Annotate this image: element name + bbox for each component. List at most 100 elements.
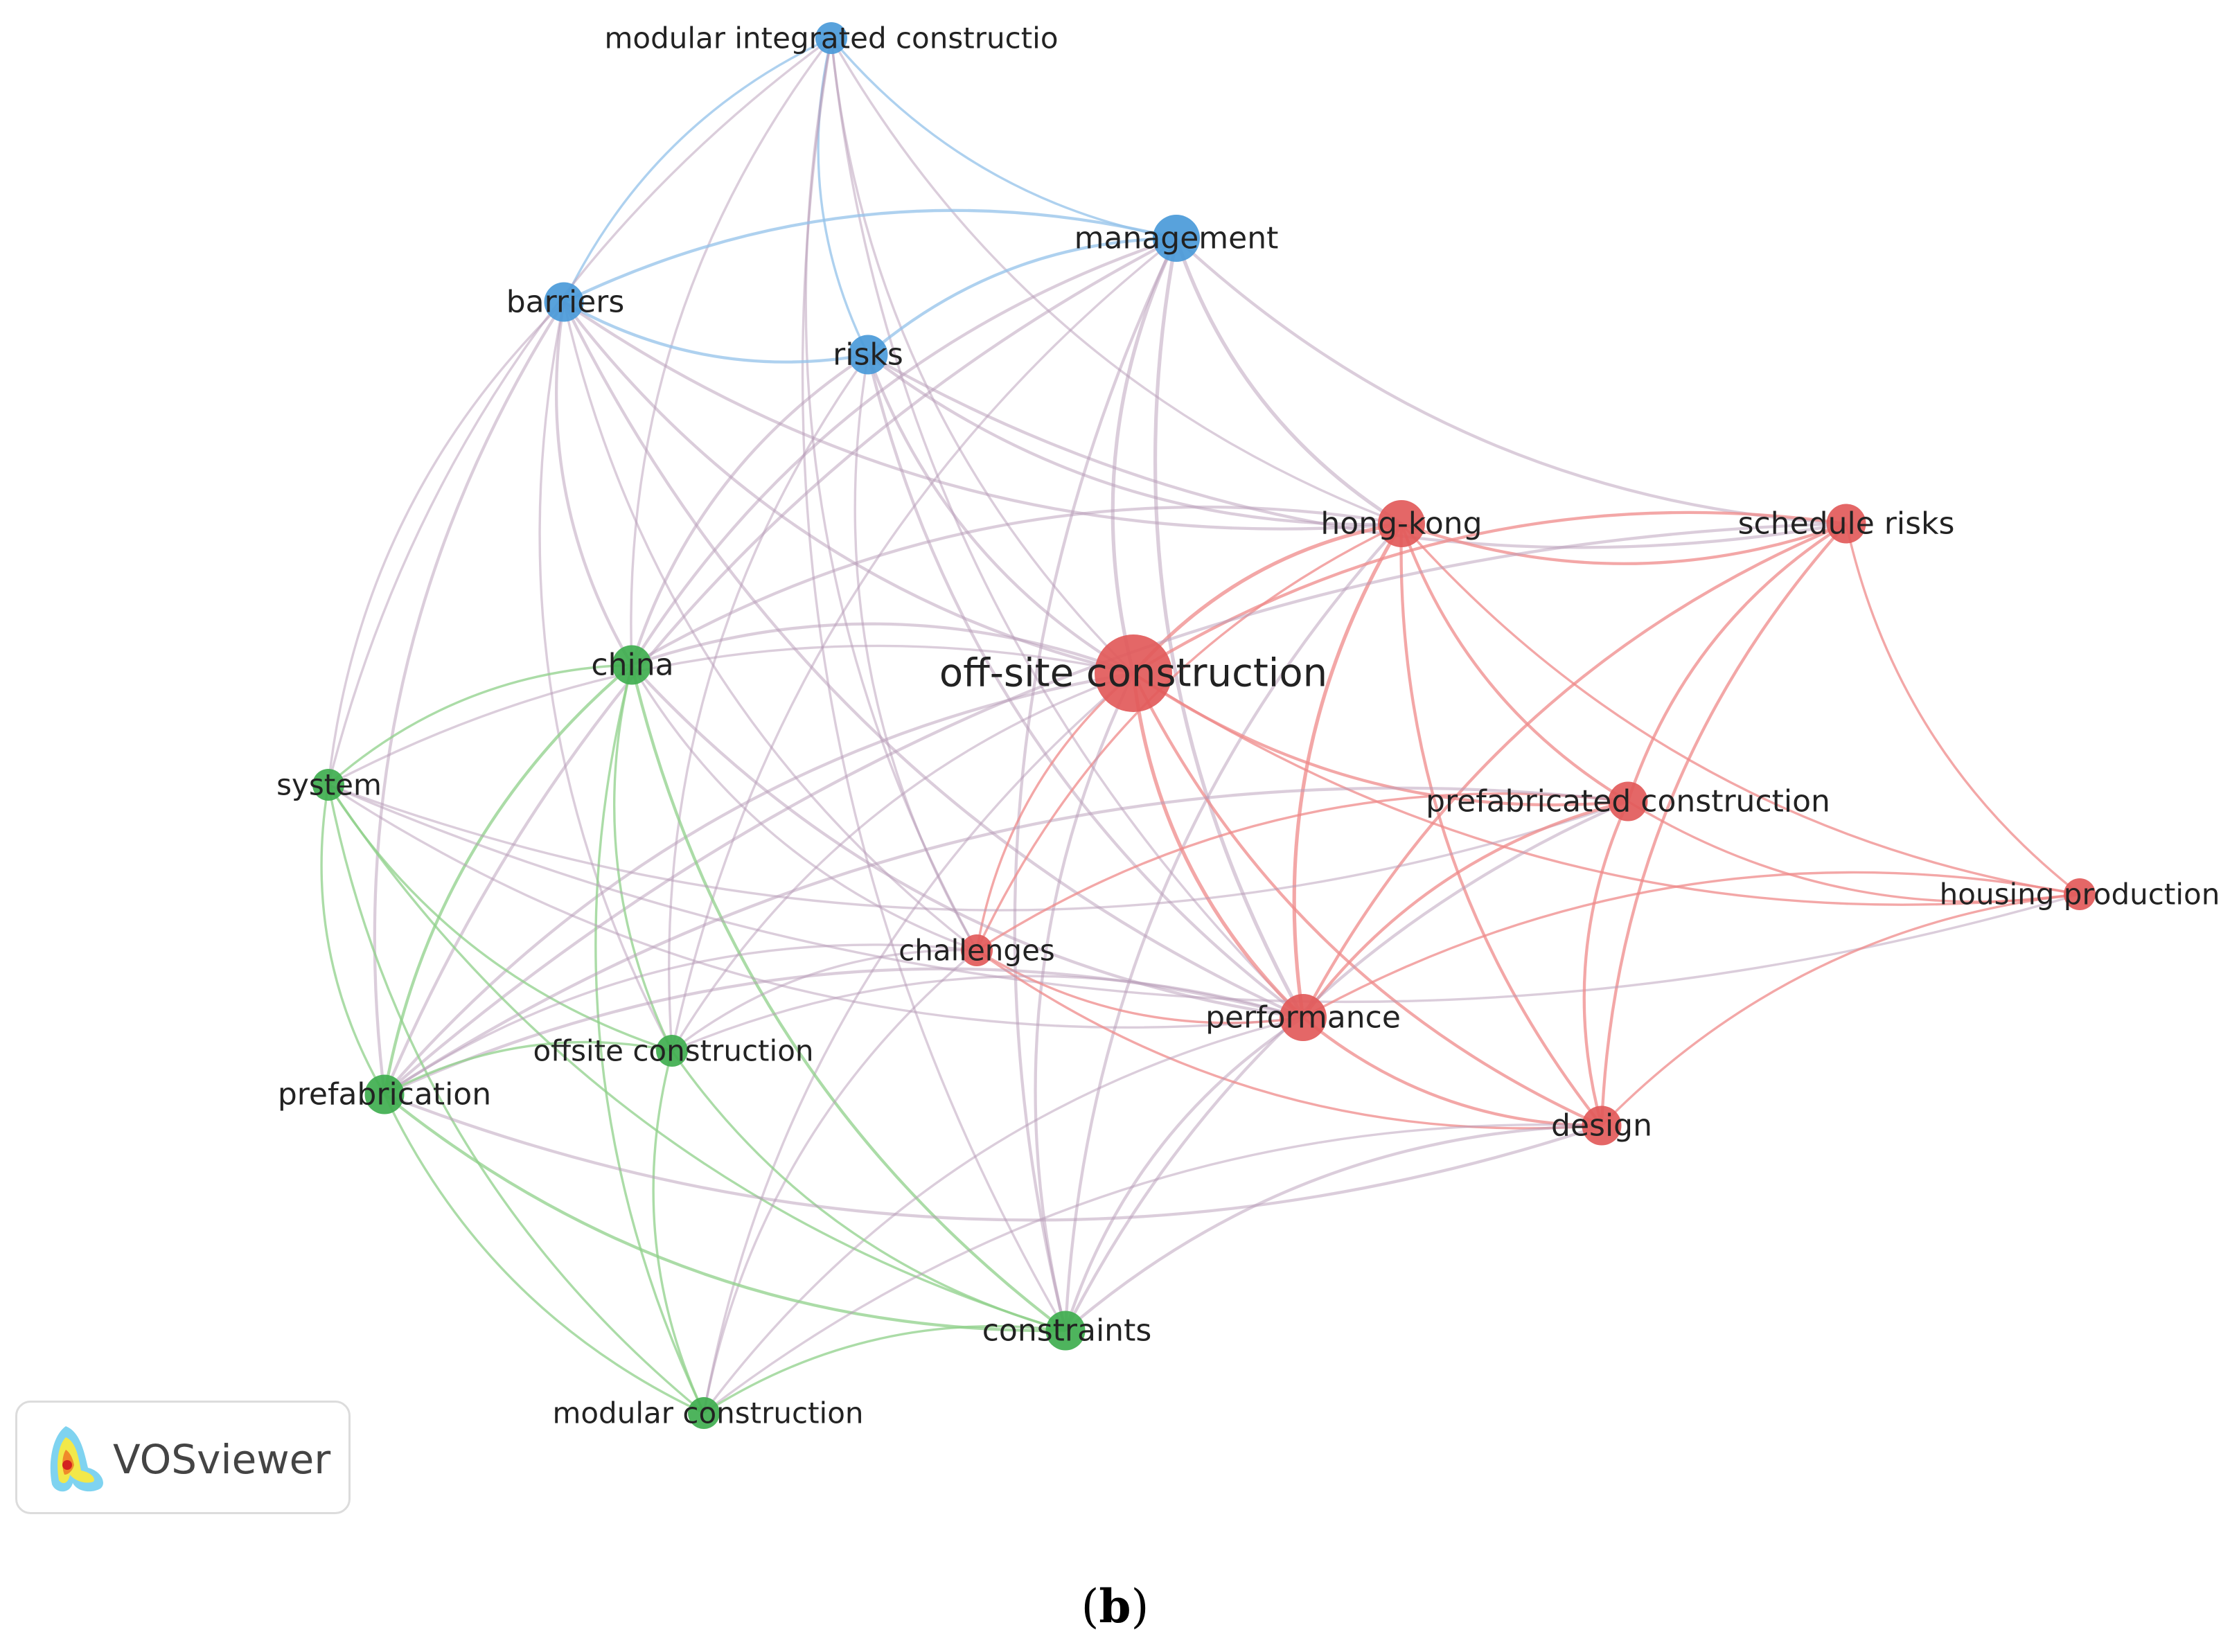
link-off-site-construction-performance [1131, 673, 1304, 1019]
node-management[interactable] [1153, 215, 1200, 262]
link-schedule-risks-design [1600, 522, 1848, 1126]
node-layer [312, 22, 2096, 1429]
link-management-constraints [1013, 238, 1178, 1331]
link-barriers-off-site-construction [563, 301, 1134, 675]
link-prefabricated-construction-housing-production [1627, 800, 2080, 903]
link-hong-kong-china [630, 505, 1402, 666]
link-modular-integrated-construction-hong-kong [830, 37, 1402, 525]
link-prefabrication-modular-construction [383, 1094, 705, 1414]
node-label-performance: performance [1205, 1000, 1401, 1036]
node-barriers[interactable] [544, 282, 584, 322]
figure-caption: (b) [0, 1579, 2230, 1633]
link-risks-schedule-risks [867, 353, 1847, 549]
node-china[interactable] [612, 645, 652, 685]
link-housing-production-performance [1302, 871, 2080, 1019]
node-challenges[interactable] [961, 934, 993, 966]
link-offsite-construction-prefabrication [384, 1040, 673, 1096]
node-label-prefabrication: prefabrication [278, 1077, 491, 1112]
link-challenges-modular-construction [702, 949, 978, 1414]
link-schedule-risks-prefabrication [383, 522, 1847, 1096]
link-risks-performance [866, 354, 1304, 1019]
node-label-housing-production: housing production [1940, 878, 2220, 912]
link-off-site-construction-design [1132, 673, 1602, 1127]
link-system-performance [328, 783, 1304, 1029]
link-system-prefabricated-construction [328, 783, 1629, 912]
link-barriers-offsite-construction [538, 301, 673, 1051]
link-constraints-modular-construction [703, 1325, 1066, 1414]
link-off-site-construction-prefabrication [383, 671, 1134, 1096]
node-housing-production[interactable] [2064, 878, 2096, 910]
link-barriers-china [554, 301, 633, 666]
link-hong-kong-design [1399, 523, 1603, 1127]
node-system[interactable] [312, 769, 344, 801]
node-prefabrication[interactable] [364, 1074, 405, 1114]
link-china-challenges [630, 664, 977, 952]
link-hong-kong-housing-production [1400, 522, 2080, 896]
node-label-china: china [591, 648, 673, 683]
vosviewer-wordmark: VOSviewer [113, 1436, 331, 1483]
node-offsite-construction[interactable] [656, 1035, 688, 1067]
node-risks[interactable] [848, 335, 888, 375]
node-label-system: system [276, 768, 382, 802]
link-china-prefabrication [382, 664, 633, 1095]
link-management-china [630, 236, 1177, 666]
link-challenges-design [976, 949, 1602, 1130]
link-management-schedule-risks [1175, 237, 1847, 526]
node-prefabricated-construction[interactable] [1608, 781, 1648, 821]
link-modular-integrated-construction-off-site-construction [830, 37, 1135, 675]
link-offsite-construction-modular-construction [652, 1050, 705, 1414]
link-management-prefabrication [383, 237, 1177, 1095]
link-schedule-risks-performance [1302, 522, 1847, 1019]
link-prefabricated-construction-prefabrication [383, 786, 1629, 1096]
link-modular-integrated-construction-china [630, 37, 833, 666]
node-schedule-risks[interactable] [1826, 504, 1866, 544]
link-modular-integrated-construction-challenges [804, 37, 978, 951]
link-modular-integrated-construction-performance [830, 37, 1304, 1019]
link-china-system [327, 664, 632, 786]
vosviewer-badge: VOSviewer [15, 1401, 351, 1514]
link-system-housing-production [328, 783, 2080, 1003]
link-hong-kong-schedule-risks [1401, 522, 1847, 565]
link-china-modular-construction [594, 664, 705, 1414]
link-hong-kong-prefabricated-construction [1399, 523, 1629, 803]
node-hong-kong[interactable] [1378, 500, 1425, 547]
link-system-constraints [327, 784, 1066, 1332]
link-barriers-risks [563, 301, 869, 364]
node-off-site-construction[interactable] [1095, 634, 1172, 712]
link-offsite-construction-constraints [671, 1050, 1066, 1332]
link-schedule-risks-housing-production [1845, 523, 2081, 896]
link-challenges-performance [976, 949, 1304, 1024]
link-design-constraints [1064, 1123, 1602, 1332]
node-design[interactable] [1582, 1105, 1622, 1146]
link-china-constraints [630, 664, 1067, 1332]
link-barriers-performance [563, 301, 1304, 1019]
link-risks-challenges [853, 354, 978, 951]
link-modular-integrated-construction-management [830, 37, 1177, 240]
link-hong-kong-constraints [1063, 522, 1403, 1331]
node-label-design: design [1551, 1108, 1652, 1144]
node-label-off-site-construction: off-site construction [939, 651, 1327, 696]
link-risks-china [630, 353, 869, 666]
link-design-modular-construction [702, 1123, 1602, 1414]
link-off-site-construction-housing-production [1133, 672, 2080, 906]
link-layer [320, 37, 2081, 1414]
link-prefabricated-construction-performance [1302, 799, 1629, 1019]
node-modular-integrated-construction[interactable] [815, 22, 847, 54]
node-performance[interactable] [1280, 994, 1327, 1041]
node-modular-construction[interactable] [688, 1397, 720, 1429]
node-constraints[interactable] [1045, 1311, 1086, 1351]
link-off-site-construction-constraints [1034, 673, 1135, 1331]
link-off-site-construction-system [328, 644, 1134, 786]
link-schedule-risks-prefabricated-construction [1626, 522, 1848, 802]
link-system-modular-construction [327, 784, 705, 1414]
link-management-risks [867, 236, 1177, 356]
link-barriers-system [327, 301, 565, 785]
link-modular-integrated-construction-system [327, 37, 833, 785]
caption-open-paren: ( [1081, 1580, 1099, 1633]
link-performance-modular-construction [702, 1016, 1304, 1414]
link-risks-off-site-construction [866, 354, 1135, 675]
label-layer: modular integrated constructiomanagement… [276, 21, 2220, 1430]
link-prefabricated-construction-design [1582, 801, 1629, 1126]
node-label-risks: risks [833, 337, 903, 373]
link-off-site-construction-china [631, 622, 1134, 675]
